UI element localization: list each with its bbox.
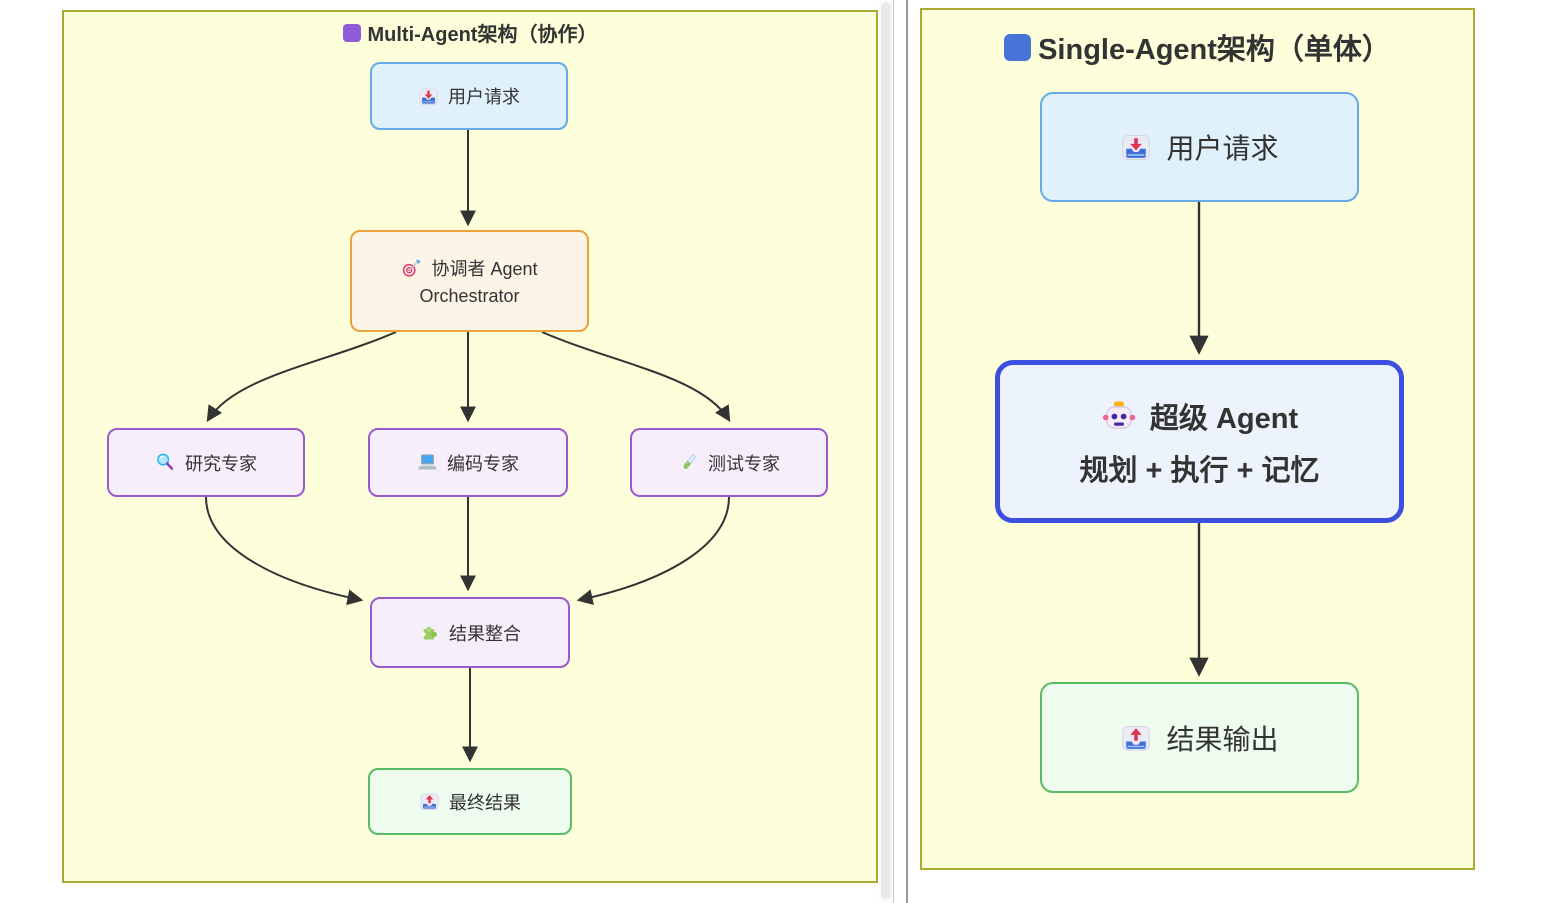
multi-agent-title-row: Multi-Agent架构（协作） (64, 18, 876, 47)
node-result-output-label: 结果输出 (1166, 723, 1279, 755)
node-super-agent-line1: 超级 Agent (1149, 402, 1299, 435)
single-agent-title: Single-Agent架构（单体） (1038, 34, 1391, 66)
node-research-expert: 研究专家 (107, 428, 305, 497)
node-user-request-single-label: 用户请求 (1166, 133, 1279, 164)
inbox-icon (1122, 134, 1151, 161)
blue-legend-swatch (1004, 33, 1032, 61)
node-coding-label: 编码专家 (447, 453, 519, 474)
node-merge-label: 结果整合 (449, 623, 521, 644)
single-agent-diagram-panel: Single-Agent架构（单体） 用户请求 超级 Agent 规划 + 执行… (920, 8, 1475, 870)
node-result-merge: 结果整合 (370, 597, 570, 668)
node-orchestrator-line1: 协调者 Agent (431, 259, 538, 279)
multi-agent-diagram-panel: Multi-Agent架构（协作） 用户请求 协调者 Agent Orchest… (62, 10, 878, 883)
node-super-agent-line2: 规划 + 执行 + 记忆 (1079, 454, 1320, 487)
node-user-request: 用户请求 (370, 62, 568, 130)
magnifier-icon (156, 453, 174, 470)
node-testing-label: 测试专家 (708, 453, 780, 474)
node-testing-expert: 测试专家 (630, 428, 828, 497)
node-research-label: 研究专家 (185, 453, 257, 474)
pane-divider-line-2 (906, 0, 908, 903)
node-user-request-label: 用户请求 (448, 87, 520, 107)
node-super-agent: 超级 Agent 规划 + 执行 + 记忆 (995, 360, 1404, 523)
testtube-icon (682, 453, 697, 471)
node-coding-expert: 编码专家 (368, 428, 568, 497)
multi-agent-title: Multi-Agent架构（协作） (367, 24, 598, 46)
robot-icon (1101, 400, 1136, 429)
edge-orchestrator-to-research (206, 331, 397, 423)
purple-legend-swatch (342, 23, 361, 42)
node-orchestrator-line2: Orchestrator (419, 286, 520, 306)
node-user-request-single: 用户请求 (1040, 92, 1359, 202)
laptop-icon (417, 454, 438, 471)
target-icon (402, 258, 422, 277)
outbox-icon (1122, 725, 1151, 751)
left-pane-scrollbar-track[interactable] (879, 0, 893, 903)
outbox-icon (420, 793, 439, 811)
node-result-output: 结果输出 (1040, 682, 1359, 793)
edge-testing-to-merge (576, 496, 730, 606)
inbox-icon (419, 87, 438, 105)
edge-research-to-merge (205, 496, 364, 606)
left-pane-scrollbar-thumb[interactable] (881, 2, 891, 899)
node-final-result: 最终结果 (368, 768, 572, 835)
puzzle-icon (421, 626, 437, 640)
pane-divider-line-1 (893, 0, 894, 903)
node-final-label: 最终结果 (449, 792, 521, 813)
node-orchestrator: 协调者 Agent Orchestrator (350, 230, 589, 332)
single-agent-title-row: Single-Agent架构（单体） (922, 26, 1473, 68)
edge-orchestrator-to-testing (541, 331, 731, 423)
